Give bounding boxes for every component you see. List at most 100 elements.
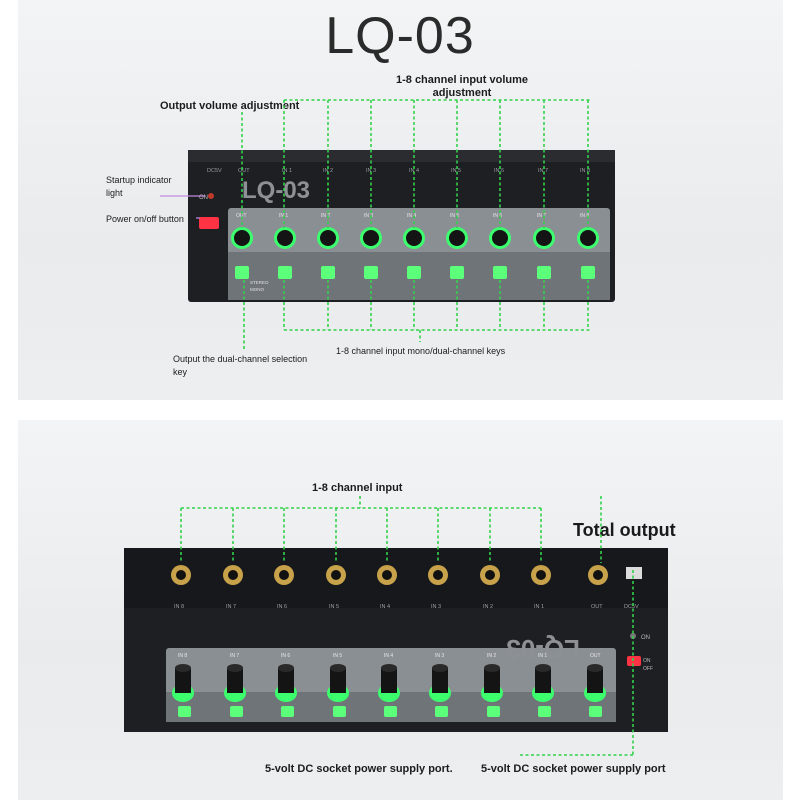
- top-key-out[interactable]: [235, 266, 249, 279]
- bottom-knob-in1[interactable]: [532, 664, 554, 702]
- top-key-in8[interactable]: [581, 266, 595, 279]
- bottom-power-button[interactable]: [627, 656, 641, 666]
- bottom-knob-in4[interactable]: [378, 664, 400, 702]
- bottom-leader-lines: [180, 496, 634, 756]
- bottom-knob-in5[interactable]: [327, 664, 349, 702]
- bottom-knob-in2[interactable]: [481, 664, 503, 702]
- top-knobs: [231, 227, 599, 249]
- top-device-top-edge: [188, 150, 615, 162]
- bottom-knob-label-4: IN 4: [384, 653, 393, 659]
- bottom-knob-out[interactable]: [584, 664, 606, 702]
- top-knob-in7[interactable]: [533, 227, 555, 249]
- top-knob-label-8: IN 8: [580, 213, 589, 219]
- top-device-logo: LQ-03: [242, 177, 310, 204]
- bottom-key-out[interactable]: [589, 706, 602, 717]
- bottom-port-label-9: DC5V: [624, 604, 639, 610]
- bottom-key-in7[interactable]: [230, 706, 243, 717]
- top-power-button[interactable]: [199, 217, 219, 229]
- bottom-knob-label-5: IN 3: [435, 653, 444, 659]
- top-keys: [235, 266, 595, 279]
- top-on-label: ON: [199, 195, 208, 201]
- top-key-label-stereo: STEREO: [250, 280, 269, 285]
- bottom-knob-in6[interactable]: [275, 664, 297, 702]
- socket-in2[interactable]: [480, 565, 500, 585]
- top-key-in2[interactable]: [321, 266, 335, 279]
- label-channel-input: 1-8 channel input: [312, 482, 403, 494]
- socket-out[interactable]: [588, 565, 608, 585]
- top-knob-in6[interactable]: [489, 227, 511, 249]
- label-dual-select-line2: key: [173, 367, 188, 377]
- top-knob-label-3: IN 3: [364, 213, 373, 219]
- top-knob-label-5: IN 5: [450, 213, 459, 219]
- top-key-in7[interactable]: [537, 266, 551, 279]
- bottom-device-logo: LQ-03: [506, 634, 580, 664]
- label-dc-right: 5-volt DC socket power supply port: [481, 763, 666, 775]
- top-key-in5[interactable]: [450, 266, 464, 279]
- top-knob-in1[interactable]: [274, 227, 296, 249]
- top-port-label-9: IN 8: [580, 168, 590, 174]
- label-power: Power on/off button: [106, 214, 184, 224]
- label-dual-select: Output the dual-channel selection key: [173, 353, 307, 379]
- socket-in8[interactable]: [171, 565, 191, 585]
- top-knob-in3[interactable]: [360, 227, 382, 249]
- top-knob-in4[interactable]: [403, 227, 425, 249]
- socket-in6[interactable]: [274, 565, 294, 585]
- top-knob-in5[interactable]: [446, 227, 468, 249]
- bottom-key-in3[interactable]: [435, 706, 448, 717]
- bottom-key-in1[interactable]: [538, 706, 551, 717]
- label-total-output: Total output: [573, 520, 676, 540]
- bottom-knob-label-2: IN 6: [281, 653, 290, 659]
- top-knob-label-6: IN 6: [493, 213, 502, 219]
- bottom-device: LQ-03 IN 8 IN 7 IN 6 IN 5 IN 4 IN 3 IN 2…: [124, 496, 668, 756]
- top-port-label-5: IN 4: [409, 168, 419, 174]
- bottom-port-label-3: IN 5: [329, 604, 339, 610]
- top-key-in1[interactable]: [278, 266, 292, 279]
- top-key-in3[interactable]: [364, 266, 378, 279]
- top-knob-label-4: IN 4: [407, 213, 416, 219]
- bottom-port-label-8: OUT: [591, 604, 603, 610]
- bottom-port-label-2: IN 6: [277, 604, 287, 610]
- bottom-key-in5[interactable]: [333, 706, 346, 717]
- socket-in7[interactable]: [223, 565, 243, 585]
- socket-in1[interactable]: [531, 565, 551, 585]
- bottom-knob-label-6: IN 2: [487, 653, 496, 659]
- bottom-key-in2[interactable]: [487, 706, 500, 717]
- page-title: LQ-03: [325, 7, 475, 65]
- bottom-knob-label-1: IN 7: [230, 653, 239, 659]
- label-channel-volume: 1-8 channel input volume adjustment: [377, 74, 547, 100]
- bottom-port-label-1: IN 7: [226, 604, 236, 610]
- top-knob-in8[interactable]: [577, 227, 599, 249]
- bottom-key-in6[interactable]: [281, 706, 294, 717]
- top-knob-out[interactable]: [231, 227, 253, 249]
- socket-in5[interactable]: [326, 565, 346, 585]
- top-key-in6[interactable]: [493, 266, 507, 279]
- bottom-knob-in3[interactable]: [429, 664, 451, 702]
- top-port-label-8: IN 7: [538, 168, 548, 174]
- bottom-on-label-2: ON: [643, 658, 651, 664]
- label-dc-left: 5-volt DC socket power supply port.: [265, 763, 453, 775]
- top-key-in4[interactable]: [407, 266, 421, 279]
- socket-dc5v[interactable]: [626, 567, 642, 579]
- label-indicator-line2: light: [106, 188, 123, 198]
- top-knob-label-7: IN 7: [537, 213, 546, 219]
- bottom-on-label: ON: [641, 635, 650, 641]
- top-port-label-0: DC5V: [207, 168, 222, 174]
- socket-in3[interactable]: [428, 565, 448, 585]
- bottom-key-in4[interactable]: [384, 706, 397, 717]
- top-knob-label-0: OUT: [236, 213, 247, 219]
- bottom-knob-in8[interactable]: [172, 664, 194, 702]
- bottom-port-label-6: IN 2: [483, 604, 493, 610]
- bottom-knob-label-3: IN 5: [333, 653, 342, 659]
- label-output-volume: Output volume adjustment: [160, 100, 300, 112]
- bottom-knob-in7[interactable]: [224, 664, 246, 702]
- bottom-port-label-7: IN 1: [534, 604, 544, 610]
- socket-in4[interactable]: [377, 565, 397, 585]
- top-device: LQ-03 ON DC5V OUT IN 1 IN 2 IN 3 IN 4 IN…: [160, 99, 615, 350]
- label-channel-volume-line2: adjustment: [432, 87, 492, 99]
- bottom-key-in8[interactable]: [178, 706, 191, 717]
- top-knob-label-2: IN 2: [321, 213, 330, 219]
- bottom-port-label-0: IN 8: [174, 604, 184, 610]
- top-knob-in2[interactable]: [317, 227, 339, 249]
- label-indicator: Startup indicator light: [106, 174, 172, 200]
